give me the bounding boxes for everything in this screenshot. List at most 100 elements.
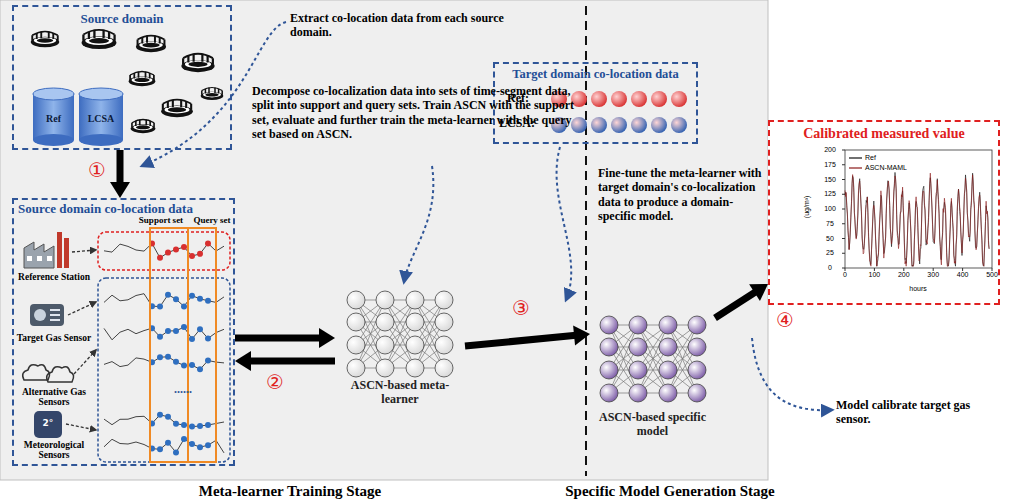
arrow-shaft [235,335,321,342]
cylinder-base [33,134,74,146]
trace-point [197,326,203,332]
tick-mark [842,164,845,165]
result-ground [768,120,1000,305]
arrow-shaft [465,335,576,346]
callout-number: ④ [772,310,798,330]
node-title: LCSA [78,113,124,125]
trace-point [189,424,195,430]
flow-arrow [235,328,335,348]
network-neuron [435,313,453,331]
trace-point [189,336,195,342]
network-neuron [629,361,647,379]
database-cylinder: LCSA [78,87,124,147]
trace-point [173,296,179,302]
trace-point [173,246,179,252]
axis-label: 25 [818,249,842,257]
annotation: Extract co-location data from each sourc… [290,11,522,40]
trace-point [173,449,179,455]
legend-line [849,164,863,172]
network-neuron [688,316,706,334]
network-neuron [600,384,618,402]
axis-label: 175 [818,161,842,169]
trace-point [181,436,187,442]
network-neuron [600,338,618,356]
network-neuron [406,313,424,331]
label: Target Gas Sensor [14,333,94,343]
node-title: Source domain co-location data [18,201,232,217]
tick-mark [874,268,875,271]
cylinder-top [33,88,74,100]
sensor-sample [571,117,587,133]
node-title: Calibrated measured value [770,126,998,143]
cylinder-base [79,134,123,146]
node-title: Target domain co-location data [495,67,696,82]
tick-mark [842,223,845,224]
sensor-sample [611,117,627,133]
axis-label: 200 [818,146,842,154]
label: Reference Station [14,272,94,282]
flow-arrow [715,284,768,318]
stage-title: Meta-learner Training Stage [120,482,460,500]
network-neuron [659,384,677,402]
axis-label: 75 [818,220,842,228]
axis-label: 125 [818,190,842,198]
network-graphic [597,313,709,405]
flow-arrow [110,150,130,198]
trace-point [189,441,195,447]
legend-sample [849,158,862,159]
axis-label: 150 [818,176,842,184]
stage-title: Specific Model Generation Stage [500,482,840,500]
tick-mark [842,238,845,239]
trace-point [205,298,211,304]
network-neuron [688,361,706,379]
network-neuron [435,291,453,309]
network-neuron [629,316,647,334]
network-link [638,325,668,393]
tick-mark [903,268,904,271]
sensor-group [98,278,230,462]
axis-label: 100 [818,205,842,213]
network-link [668,325,697,393]
label: Support set [134,215,188,226]
node-title: ASCN-based meta-learner [335,378,465,407]
network-neuron [629,338,647,356]
legend-text: ASCN-MAML [865,164,907,171]
axis-label: 300 [921,271,945,279]
tick-mark [842,253,845,254]
time-series [104,240,224,455]
network-neuron [659,316,677,334]
trace-point [197,296,203,302]
calibration-chart [842,150,992,271]
reference-sample [591,91,607,107]
trace-point [189,253,195,259]
reference-sample [671,91,687,107]
arrow-shaft [117,150,124,184]
sensor-sample [631,117,647,133]
legend-entry: ASCN-MAML [849,163,907,172]
source-domain-box: Source domainRefLCSA [12,5,232,150]
callout-number: ② [262,372,288,392]
annotation: Model calibrate target gas sensor. [836,398,1000,427]
network-neuron [376,359,394,377]
trace-point [197,423,203,429]
arrow-head [110,182,130,198]
tick-mark [842,194,845,195]
annotation: Decompose co-localization data into sets… [252,84,574,142]
trace-point [205,358,211,364]
specific-model: ASCN-based specific model [590,313,715,447]
network-neuron [688,338,706,356]
axis-label: 100 [862,271,886,279]
tick-mark [842,209,845,210]
network-neuron [347,291,365,309]
trace-point [165,440,171,446]
sensor-icons [31,30,224,133]
cylinder-top [79,88,123,100]
network-link [668,325,697,393]
stage-panel [0,0,768,480]
cylinder-body [33,94,74,140]
network-neuron [600,316,618,334]
trace-point [157,446,163,452]
